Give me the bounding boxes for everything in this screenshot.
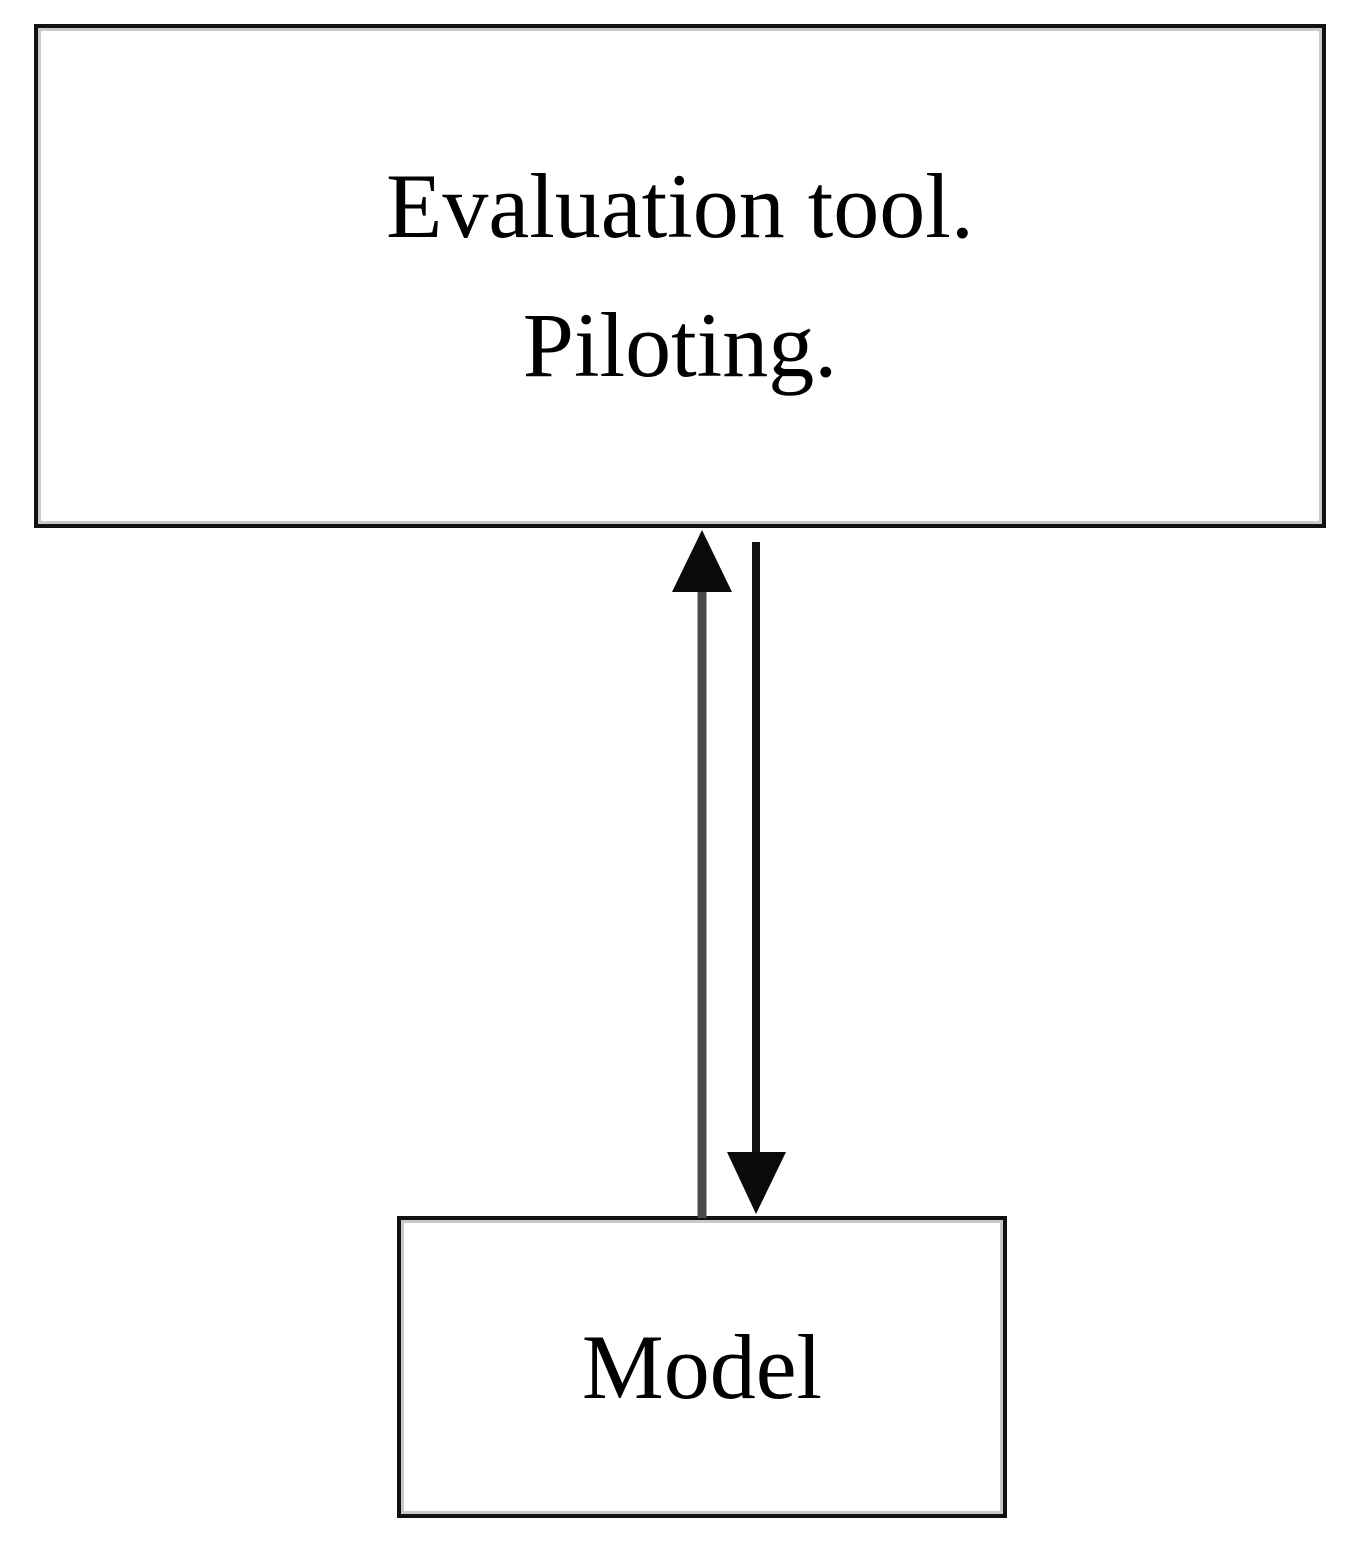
node-evaluation-tool[interactable]: Evaluation tool. Piloting. bbox=[34, 24, 1326, 528]
node-model[interactable]: Model bbox=[397, 1216, 1007, 1518]
edge-model-to-evaluation[interactable] bbox=[672, 530, 732, 1218]
node-model-label: Model bbox=[581, 1315, 823, 1418]
edge-model-to-evaluation-arrowhead-up bbox=[672, 530, 732, 592]
edge-evaluation-to-model[interactable] bbox=[727, 542, 786, 1214]
node-evaluation-tool-label-line-2: Piloting. bbox=[522, 294, 838, 396]
edge-evaluation-to-model-arrowhead-down bbox=[727, 1152, 786, 1214]
node-evaluation-tool-label-line-1: Evaluation tool. bbox=[386, 155, 974, 258]
